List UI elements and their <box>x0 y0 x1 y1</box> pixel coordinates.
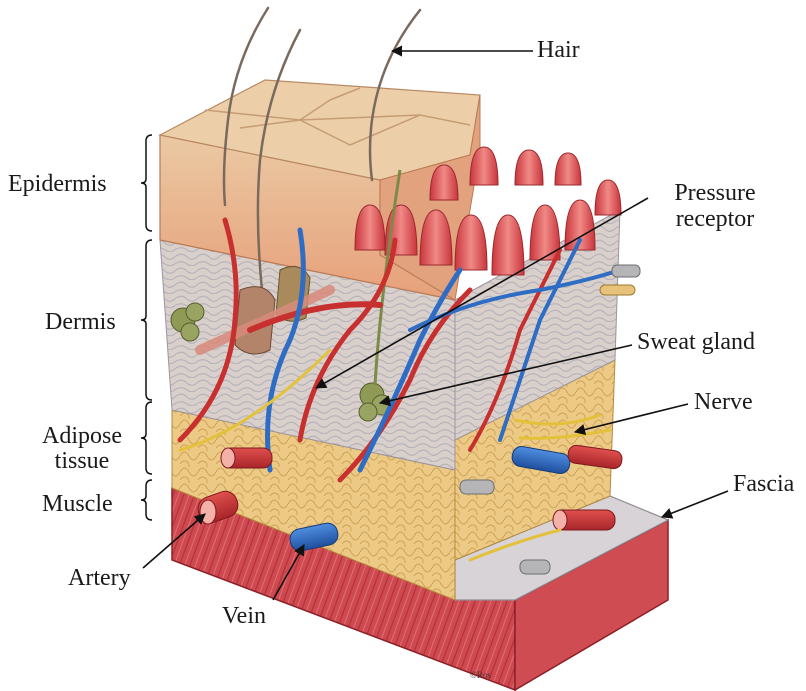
label-muscle: Muscle <box>42 492 113 516</box>
artery-cut-adipose <box>221 448 272 468</box>
label-fascia: Fascia <box>733 472 794 496</box>
label-hair: Hair <box>537 38 580 62</box>
label-adipose-line2: tissue <box>26 449 138 474</box>
label-pressure-line1: Pressure <box>650 180 780 206</box>
bracket-dermis <box>141 240 152 400</box>
artery-cut-right-lower <box>553 510 615 530</box>
label-artery: Artery <box>68 566 131 590</box>
label-nerve: Nerve <box>694 390 753 414</box>
label-epidermis: Epidermis <box>8 172 107 196</box>
bracket-epidermis <box>141 135 152 231</box>
layer-brackets <box>141 135 152 520</box>
label-adipose-tissue: Adipose tissue <box>26 424 138 474</box>
label-pressure-receptor: Pressure receptor <box>650 180 780 232</box>
bracket-muscle <box>141 480 152 520</box>
label-vein: Vein <box>222 604 266 628</box>
label-adipose-line1: Adipose <box>26 424 138 449</box>
label-pressure-line2: receptor <box>650 206 780 232</box>
label-dermis: Dermis <box>45 310 116 334</box>
label-sweat-gland: Sweat gland <box>637 330 755 354</box>
artist-signature: ©Ros <box>470 670 491 680</box>
bracket-adipose <box>141 402 152 474</box>
leader-fascia <box>662 491 728 517</box>
skin-block <box>160 80 668 690</box>
